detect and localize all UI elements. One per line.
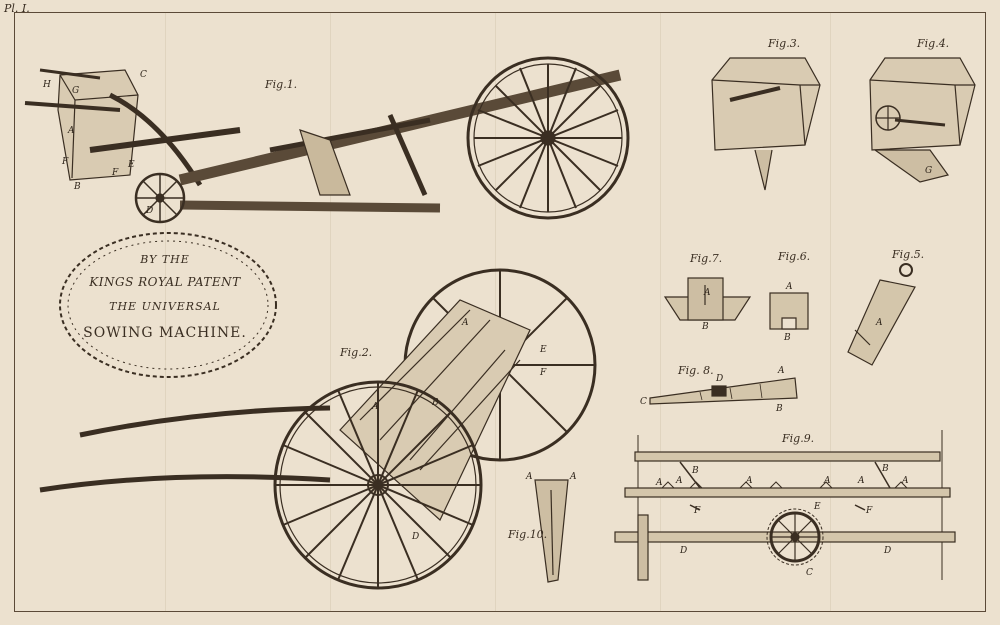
fig7-label: Fig.7. (690, 252, 723, 265)
letter: A (462, 318, 469, 328)
fig4-label: Fig.4. (917, 37, 950, 50)
fig8-part (649, 377, 798, 405)
plate-number: Pl. I. (4, 2, 30, 15)
letter: D (884, 546, 892, 556)
letter: A (746, 476, 753, 486)
fig5-label: Fig.5. (892, 248, 925, 261)
letter: G (72, 86, 80, 96)
letter: F (694, 506, 701, 516)
letter: F (540, 368, 547, 378)
fig3-box (711, 57, 821, 191)
fold-line (495, 12, 496, 612)
letter: C (806, 568, 813, 578)
fig8-label: Fig. 8. (678, 364, 714, 377)
letter: D (146, 206, 154, 216)
fig6-part (769, 292, 809, 330)
letter: F (62, 157, 69, 167)
fold-line (830, 12, 831, 612)
title-line-2: KINGS ROYAL PATENT (89, 275, 241, 289)
letter: A (778, 366, 785, 376)
fig3-label: Fig.3. (768, 37, 801, 50)
letter: C (640, 397, 647, 407)
letter: D (716, 374, 724, 384)
fig1-machine (24, 56, 630, 224)
letter: B (432, 398, 439, 408)
fold-line (330, 12, 331, 612)
letter: E (540, 345, 547, 355)
letter: B (74, 182, 81, 192)
letter: A (68, 126, 75, 136)
letter: A (902, 476, 909, 486)
letter: G (925, 166, 933, 176)
letter: F (866, 506, 873, 516)
fig2-label: Fig.2. (340, 346, 373, 359)
letter: A (824, 476, 831, 486)
fig7-part (663, 277, 752, 321)
fig5-part (847, 263, 916, 366)
letter: B (784, 333, 791, 343)
cartouche-wreath (59, 232, 277, 378)
letter: B (692, 466, 699, 476)
letter: A (704, 288, 711, 298)
letter: B (882, 464, 889, 474)
letter: A (876, 318, 883, 328)
fig6-label: Fig.6. (778, 250, 811, 263)
letter: A (570, 472, 577, 482)
letter: A (858, 476, 865, 486)
fold-line (165, 12, 166, 612)
fig4-box (869, 57, 976, 183)
letter: B (776, 404, 783, 414)
letter: A (676, 476, 683, 486)
letter: A (786, 282, 793, 292)
plate-frame (14, 12, 986, 612)
title-line-3: THE UNIVERSAL (109, 300, 221, 313)
letter: D (680, 546, 688, 556)
fig9-mechanism (614, 430, 956, 581)
letter: E (128, 160, 135, 170)
fig10-spout (534, 479, 569, 583)
letter: H (43, 80, 51, 90)
letter: B (702, 322, 709, 332)
letter: F (112, 168, 119, 178)
fig9-label: Fig.9. (782, 432, 815, 445)
letter: A (372, 402, 379, 412)
title-line-1: BY THE (140, 253, 190, 266)
letter: D (412, 532, 420, 542)
letter: C (140, 70, 147, 80)
fold-line (660, 12, 661, 612)
letter: A (526, 472, 533, 482)
letter: A (656, 478, 663, 488)
title-line-4: SOWING MACHINE. (83, 325, 247, 341)
letter: E (814, 502, 821, 512)
fig2-machine (39, 268, 597, 590)
fig10-label: Fig.10. (508, 528, 548, 541)
fig1-label: Fig.1. (265, 78, 298, 91)
